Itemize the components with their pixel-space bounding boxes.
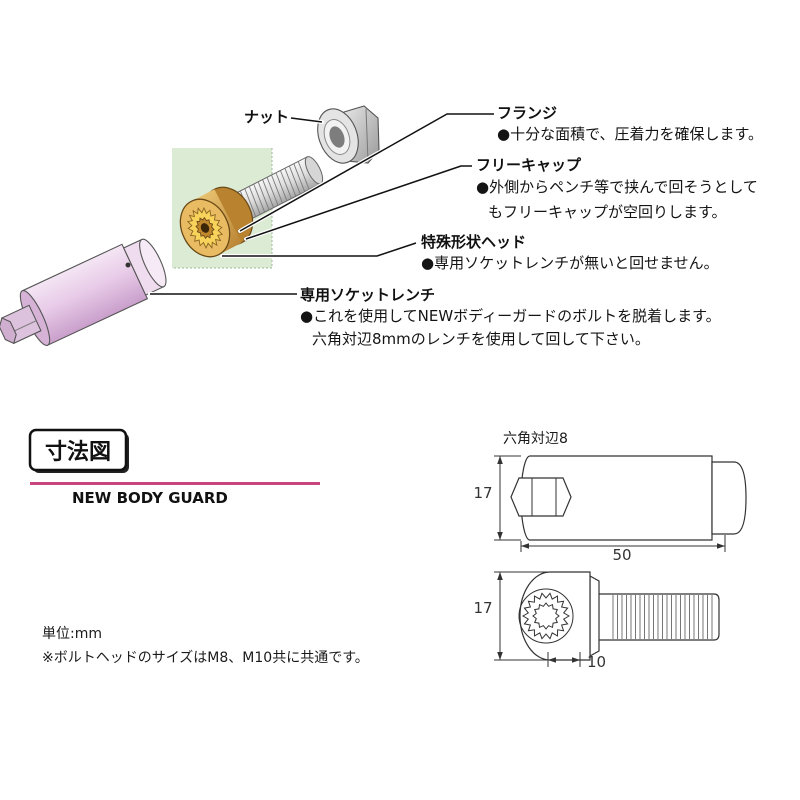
socket-wrench-desc-1: ●これを使用してNEWボディーガードのボルトを脱着します。 (300, 307, 721, 325)
free-cap-desc-2: もフリーキャップが空回りします。 (488, 203, 727, 221)
label-special-head: 特殊形状ヘッド (421, 233, 526, 251)
socket-drawing (510, 455, 747, 541)
socket-drawing-hex (510, 477, 572, 517)
socket-marker-dot (125, 262, 131, 268)
special-head-desc-1: ●専用ソケットレンチが無いと回せません。 (421, 254, 719, 272)
socket-right-end (139, 238, 167, 288)
product-name: NEW BODY GUARD (72, 489, 228, 507)
bolt-head-length-dimension: 10 (547, 652, 606, 671)
bolt-drawing-head-face (518, 588, 574, 644)
dimension-heading: 寸法図 (45, 440, 111, 465)
socket-drawing-end (711, 461, 747, 535)
head-center-hole (200, 223, 210, 233)
bolt-drawing-inner-recess (532, 602, 560, 630)
free-cap-desc-1: ●外側からペンチ等で挟んで回そうとして (476, 178, 758, 196)
bolt-head-diameter-value: 17 (473, 599, 492, 617)
bolt-drawing-threads (612, 595, 713, 639)
bolt-drawing-shank (597, 593, 720, 641)
nut-hole (329, 126, 345, 148)
nut-leader (290, 117, 323, 123)
bolt-head-length-value: 10 (587, 653, 606, 671)
bolt-drawing-neck (589, 574, 600, 658)
socket-length-value: 50 (612, 546, 631, 564)
socket-hex-end (0, 317, 17, 345)
flange-desc-1: ●十分な面積で、圧着力を確保します。 (497, 125, 763, 143)
nut (317, 105, 380, 164)
label-flange: フランジ (497, 104, 557, 122)
unit-note: 単位:mm (42, 626, 102, 642)
bolt-drawing (518, 571, 720, 661)
free-cap-leader (245, 165, 472, 240)
socket-diameter-value: 17 (473, 484, 492, 502)
socket-diameter-dimension: 17 (473, 455, 521, 541)
socket-drawing-hex-edges (531, 478, 557, 516)
head-face (179, 198, 231, 258)
bolt-head-diameter-extension (494, 571, 548, 661)
socket-wrench (0, 238, 167, 346)
flange-leader (239, 113, 494, 232)
label-free-cap: フリーキャップ (476, 156, 582, 174)
socket-length-dimension: 50 (520, 535, 726, 564)
label-socket-wrench: 専用ソケットレンチ (300, 286, 435, 304)
footnote: ※ボルトヘッドのサイズはM8、M10共に共通です。 (42, 650, 369, 666)
nut-hex-edge (365, 108, 369, 162)
hex-size-label: 六角対辺8 (503, 431, 568, 447)
dimension-heading-badge: 寸法図 (28, 428, 129, 473)
special-head-leader (222, 242, 417, 257)
badge-frame (28, 428, 128, 472)
label-nut: ナット (244, 108, 289, 126)
bolt-head-diameter-dimension: 17 (473, 571, 548, 661)
socket-wrench-desc-2: 六角対辺8mmのレンチを使用して回して下さい。 (312, 330, 650, 348)
accent-rule (30, 482, 320, 485)
